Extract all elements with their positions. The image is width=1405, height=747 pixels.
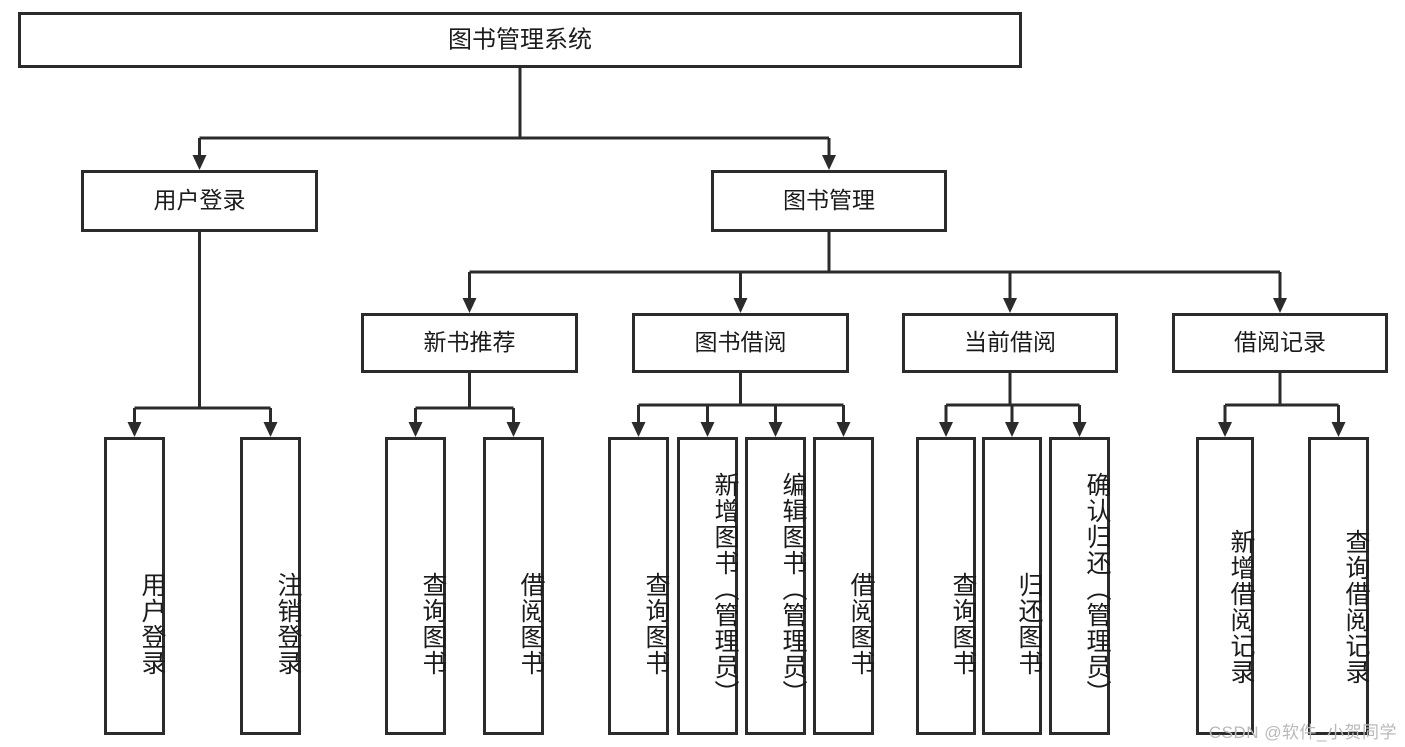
- arrow-head-icon: [939, 422, 953, 437]
- node-box: [1172, 313, 1388, 373]
- node-box: [677, 437, 738, 735]
- arrow-head-icon: [1331, 422, 1346, 437]
- node-box: [902, 313, 1118, 373]
- node-new-book-recommend[interactable]: 新书推荐: [361, 313, 578, 373]
- node-label: 图书管理: [783, 187, 875, 213]
- watermark-text: CSDN @软件_小贺同学: [1208, 723, 1397, 742]
- arrow-head-icon: [127, 422, 142, 437]
- arrow-head-icon: [192, 155, 207, 170]
- arrow-head-icon: [1005, 422, 1019, 437]
- node-root[interactable]: 图书管理系统: [18, 12, 1022, 68]
- node-box: [711, 170, 947, 232]
- node-leaf-return-book[interactable]: [982, 437, 1042, 735]
- node-label: 新书推荐: [424, 329, 516, 355]
- node-user-login[interactable]: 用户登录: [81, 170, 318, 232]
- node-label: 图书管理系统: [448, 26, 592, 53]
- node-leaf-query-book-3[interactable]: [916, 437, 976, 735]
- node-leaf-logout[interactable]: [240, 437, 301, 735]
- arrow-head-icon: [1003, 298, 1017, 313]
- node-box: [982, 437, 1042, 735]
- node-box: [632, 313, 849, 373]
- node-leaf-query-borrow-record[interactable]: [1308, 437, 1369, 735]
- node-box: [81, 170, 318, 232]
- arrow-head-icon: [1273, 298, 1287, 313]
- node-book-management[interactable]: 图书管理: [711, 170, 947, 232]
- arrow-head-icon: [822, 155, 836, 170]
- arrow-head-icon: [408, 422, 423, 437]
- arrow-head-icon: [733, 298, 748, 313]
- node-box: [1308, 437, 1369, 735]
- node-box: [1049, 437, 1110, 735]
- arrow-head-icon: [1072, 422, 1087, 437]
- arrow-head-icon: [631, 422, 646, 437]
- node-box: [104, 437, 165, 735]
- node-label: 借阅记录: [1234, 329, 1326, 355]
- arrow-head-icon: [506, 422, 521, 437]
- arrow-head-icon: [462, 298, 477, 313]
- node-leaf-add-borrow-record[interactable]: [1196, 437, 1254, 735]
- node-leaf-query-book-2[interactable]: [608, 437, 669, 735]
- node-leaf-confirm-return-admin[interactable]: [1049, 437, 1110, 735]
- node-leaf-edit-book-admin[interactable]: [745, 437, 806, 735]
- node-leaf-borrow-book-1[interactable]: [483, 437, 544, 735]
- connectors-layer: [127, 68, 1346, 437]
- node-box: [240, 437, 301, 735]
- node-box: [483, 437, 544, 735]
- node-leaf-borrow-book-2[interactable]: [813, 437, 874, 735]
- node-label: 图书借阅: [695, 329, 787, 355]
- arrow-head-icon: [1218, 422, 1232, 437]
- arrow-head-icon: [768, 422, 783, 437]
- node-box: [745, 437, 806, 735]
- arrow-head-icon: [700, 422, 715, 437]
- node-box: [1196, 437, 1254, 735]
- arrow-head-icon: [263, 422, 278, 437]
- node-box: [813, 437, 874, 735]
- node-box: [361, 313, 578, 373]
- node-label: 当前借阅: [964, 329, 1056, 355]
- node-box: [385, 437, 446, 735]
- arrow-head-icon: [836, 422, 851, 437]
- node-current-borrow[interactable]: 当前借阅: [902, 313, 1118, 373]
- node-box: [608, 437, 669, 735]
- node-leaf-query-book-1[interactable]: [385, 437, 446, 735]
- node-label: 用户登录: [154, 187, 246, 213]
- node-leaf-user-login[interactable]: [104, 437, 165, 735]
- node-leaf-add-book-admin[interactable]: [677, 437, 738, 735]
- node-book-borrow[interactable]: 图书借阅: [632, 313, 849, 373]
- node-borrow-record[interactable]: 借阅记录: [1172, 313, 1388, 373]
- node-box: [916, 437, 976, 735]
- node-box: [18, 12, 1022, 68]
